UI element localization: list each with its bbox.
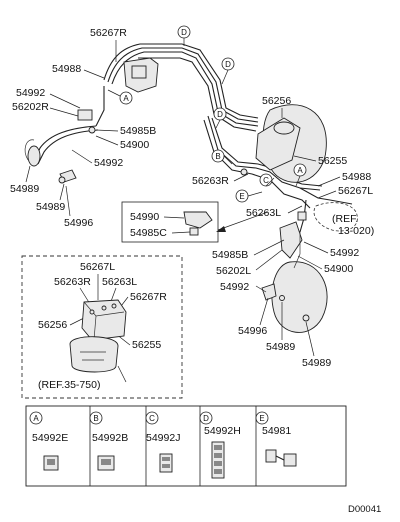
svg-text:B: B <box>93 414 98 423</box>
clip-cell-B: B 54992B <box>89 411 128 471</box>
clip-cell-D: D 54992H <box>199 411 241 479</box>
label-56263L: 56263L <box>246 207 281 219</box>
left-brake-disc <box>24 109 93 183</box>
svg-text:D: D <box>225 60 231 69</box>
clip-cell-E: E 54981 <box>255 411 297 467</box>
label-54992: 54992 <box>94 157 123 169</box>
label-54989: 54989 <box>36 201 65 213</box>
svg-text:A: A <box>123 94 129 103</box>
label-ref: (REF. <box>332 213 358 225</box>
inset-detail: 56267L 56263R 56263L 56267R 56256 56255 … <box>21 255 183 399</box>
svg-text:A: A <box>297 166 303 175</box>
label-56256: 56256 <box>262 95 291 107</box>
clip-part-54992E: 54992E <box>32 432 68 444</box>
label-54989: 54989 <box>266 341 295 353</box>
ref-13020-outline <box>313 202 358 232</box>
clip-part-54992H: 54992H <box>204 425 241 437</box>
hydraulic-unit-top <box>123 57 159 93</box>
label-56202R: 56202R <box>12 101 49 113</box>
svg-text:D: D <box>181 28 187 37</box>
top-part-labels: 56267R 54988 54992 56202R 54985B 54900 5… <box>10 27 374 237</box>
label-54990: 54990 <box>130 211 159 223</box>
clip-cell-C: C 54992J <box>145 411 180 473</box>
clip-part-54981: 54981 <box>262 425 291 437</box>
label-54992: 54992 <box>330 247 359 259</box>
label-56267L: 56267L <box>338 185 373 197</box>
label-ref-13020: 13-020) <box>338 225 374 237</box>
inset-label-56263R: 56263R <box>54 276 91 288</box>
clip-table: A 54992E B 54992B C 54992J D 54992H <box>25 405 347 487</box>
svg-text:C: C <box>149 414 155 423</box>
inset-label-56256: 56256 <box>38 319 67 331</box>
drawing-code: D00041 <box>348 504 381 515</box>
label-54900: 54900 <box>324 263 353 275</box>
svg-text:D: D <box>217 110 223 119</box>
inset-label-56255: 56255 <box>132 339 161 351</box>
label-54988: 54988 <box>342 171 371 183</box>
inset-label-56267L: 56267L <box>80 261 115 273</box>
svg-text:E: E <box>239 192 244 201</box>
svg-text:A: A <box>33 414 39 423</box>
inset-label-ref-35750: (REF.35-750) <box>38 379 100 391</box>
svg-text:C: C <box>263 176 269 185</box>
label-54992: 54992 <box>220 281 249 293</box>
clip-part-54992B: 54992B <box>92 432 128 444</box>
label-54985B: 54985B <box>120 125 156 137</box>
detail-box-54990: 54990 54985C <box>121 201 269 243</box>
lower-right-labels: 54985B 54992 56202L 54900 54992 54996 54… <box>212 239 359 369</box>
clip-cell-A: A 54992E <box>29 411 68 471</box>
brake-booster <box>255 104 327 183</box>
svg-text:E: E <box>259 414 264 423</box>
label-54985B: 54985B <box>212 249 248 261</box>
label-54989: 54989 <box>10 183 39 195</box>
label-54996: 54996 <box>238 325 267 337</box>
label-54985C: 54985C <box>130 227 167 239</box>
label-54900: 54900 <box>120 139 149 151</box>
label-54996: 54996 <box>64 217 93 229</box>
label-54988: 54988 <box>52 63 81 75</box>
label-56202L: 56202L <box>216 265 251 277</box>
fittings <box>58 126 307 221</box>
label-56255: 56255 <box>318 155 347 167</box>
right-brake-disc <box>261 221 328 333</box>
inset-label-56263L: 56263L <box>102 276 137 288</box>
inset-label-56267R: 56267R <box>130 291 167 303</box>
clip-part-54992J: 54992J <box>146 432 180 444</box>
svg-text:B: B <box>215 152 220 161</box>
label-54989: 54989 <box>302 357 331 369</box>
label-54992: 54992 <box>16 87 45 99</box>
label-56267R: 56267R <box>90 27 127 39</box>
svg-text:D: D <box>203 414 209 423</box>
label-56263R: 56263R <box>192 175 229 187</box>
